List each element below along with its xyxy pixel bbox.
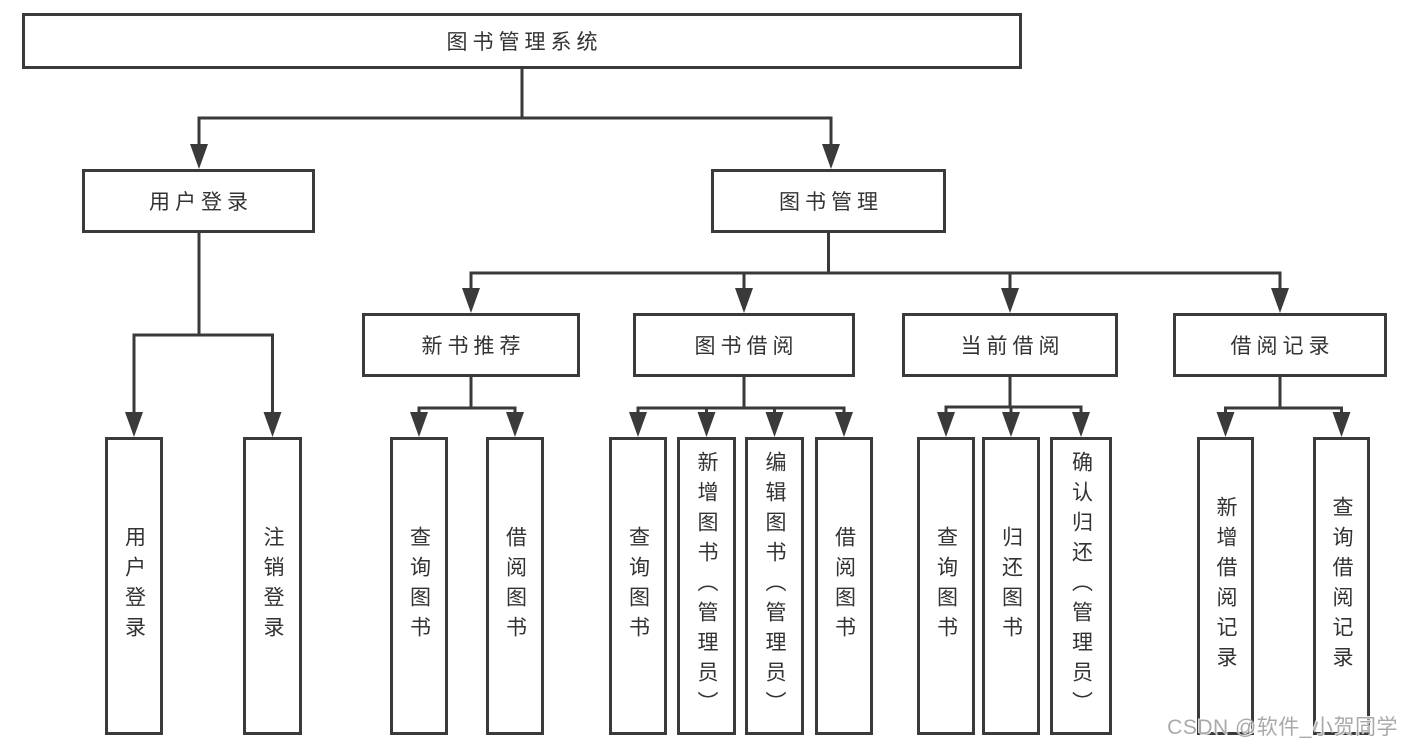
node-new-book-recommendation: 新书推荐 [362, 313, 580, 377]
node-borrowing-records-label: 借阅记录 [1230, 335, 1335, 358]
leaf-borrow-books-recommend-label: 借阅图书 [503, 526, 527, 646]
node-current-borrowing-label: 当前借阅 [960, 335, 1065, 358]
leaf-query-books-recommend-label: 查询图书 [407, 526, 431, 646]
leaf-edit-books-admin-label: 编辑图书（管理员） [763, 451, 786, 721]
leaf-query-borrow-record: 查询借阅记录 [1313, 437, 1370, 735]
node-user-login-label: 用户登录 [149, 191, 253, 214]
leaf-edit-books-admin: 编辑图书（管理员） [745, 437, 804, 735]
leaf-query-books-borrow: 查询图书 [609, 437, 667, 735]
leaf-add-books-admin: 新增图书（管理员） [677, 437, 736, 735]
leaf-user-login-label: 用户登录 [122, 526, 146, 646]
leaf-query-books-current-label: 查询图书 [934, 526, 958, 646]
leaf-logout-label: 注销登录 [261, 526, 284, 646]
csdn-watermark: CSDN @软件_小贺同学 [1167, 716, 1398, 739]
node-book-management: 图书管理 [711, 169, 946, 233]
node-new-book-recommendation-label: 新书推荐 [421, 335, 526, 358]
leaf-confirm-return-admin-label: 确认归还（管理员） [1069, 451, 1093, 721]
leaf-add-borrow-record: 新增借阅记录 [1197, 437, 1254, 735]
node-borrowing-records: 借阅记录 [1173, 313, 1387, 377]
leaf-borrow-books-recommend: 借阅图书 [486, 437, 544, 735]
leaf-borrow-books-label: 借阅图书 [832, 526, 856, 646]
leaf-add-books-admin-label: 新增图书（管理员） [695, 451, 718, 721]
leaf-add-borrow-record-label: 新增借阅记录 [1214, 496, 1237, 676]
leaf-confirm-return-admin: 确认归还（管理员） [1050, 437, 1112, 735]
leaf-return-books: 归还图书 [982, 437, 1040, 735]
leaf-return-books-label: 归还图书 [999, 526, 1023, 646]
node-user-login: 用户登录 [82, 169, 315, 233]
node-root: 图书管理系统 [22, 13, 1022, 69]
leaf-query-books-current: 查询图书 [917, 437, 975, 735]
leaf-user-login: 用户登录 [105, 437, 163, 735]
node-book-management-label: 图书管理 [779, 191, 883, 214]
leaf-query-books-recommend: 查询图书 [390, 437, 448, 735]
leaf-logout: 注销登录 [243, 437, 302, 735]
node-book-borrowing-label: 图书借阅 [694, 335, 799, 358]
node-book-borrowing: 图书借阅 [633, 313, 855, 377]
node-current-borrowing: 当前借阅 [902, 313, 1118, 377]
leaf-query-books-borrow-label: 查询图书 [626, 526, 650, 646]
leaf-query-borrow-record-label: 查询借阅记录 [1330, 496, 1353, 676]
node-root-label: 图书管理系统 [446, 31, 603, 54]
leaf-borrow-books: 借阅图书 [815, 437, 873, 735]
